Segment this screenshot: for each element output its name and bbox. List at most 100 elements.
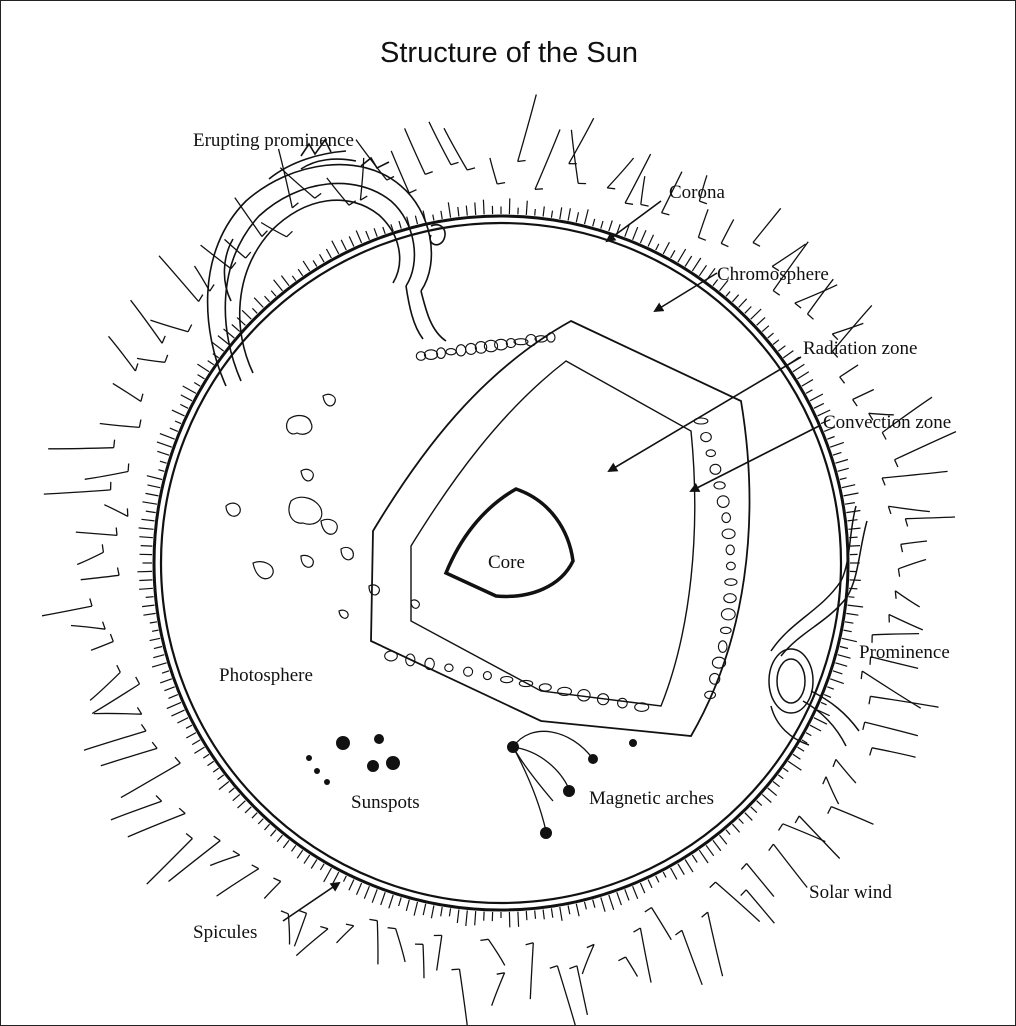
corona-ray <box>162 336 165 343</box>
spicule-tick <box>406 900 409 911</box>
spicule-tick <box>838 468 849 471</box>
spicule-tick <box>648 235 653 247</box>
spicule-tick <box>265 824 270 830</box>
spicule-tick <box>172 410 185 416</box>
spicule-tick <box>793 364 805 372</box>
corona-ray <box>888 506 930 511</box>
spicule-tick <box>576 212 578 222</box>
corona-ray <box>42 606 92 616</box>
corona-ray <box>287 231 293 237</box>
spicule-tick <box>283 840 289 848</box>
corona-ray <box>102 544 103 552</box>
spicule-tick <box>143 613 155 615</box>
corona-ray <box>641 205 649 207</box>
corona-ray <box>110 634 113 642</box>
spicule-tick <box>160 434 175 440</box>
spicule-tick <box>821 702 827 704</box>
corona-ray <box>808 314 814 319</box>
spicule-tick <box>139 537 153 538</box>
spicule-tick <box>237 318 245 326</box>
spicule-tick <box>150 622 157 623</box>
spicule-tick <box>181 395 192 401</box>
corona-ray <box>535 130 560 190</box>
spicule-tick <box>150 638 161 640</box>
corona-ray <box>199 295 203 302</box>
spicule-tick <box>170 428 178 431</box>
spicule-tick <box>238 801 246 808</box>
spicule-tick <box>233 794 240 800</box>
corona-ray <box>795 285 837 303</box>
spicule-tick <box>141 519 154 521</box>
spicule-tick <box>466 206 467 216</box>
spicule-tick <box>171 710 184 716</box>
corona-ray <box>437 935 442 970</box>
spicule-tick <box>148 485 161 488</box>
corona-ray <box>425 172 433 175</box>
corona-ray <box>882 433 886 440</box>
corona-ray <box>109 336 136 371</box>
spicule-tick <box>830 442 844 447</box>
label-spicules: Spicules <box>193 923 257 942</box>
corona-ray <box>320 927 328 929</box>
spicule-tick <box>232 325 240 332</box>
spicule-tick <box>739 819 744 824</box>
spicule-tick <box>157 451 169 455</box>
spicule-tick <box>685 860 693 873</box>
corona-ray <box>836 759 856 783</box>
spicule-tick <box>297 850 303 858</box>
corona-ray <box>480 939 488 940</box>
spicule-tick <box>147 476 162 480</box>
spicule-tick <box>292 845 296 851</box>
corona-ray <box>569 966 577 969</box>
corona-ray <box>288 914 289 945</box>
corona-ray <box>895 591 896 599</box>
spicule-tick <box>158 470 164 472</box>
corona-ray <box>121 763 180 797</box>
corona-ray <box>169 841 221 882</box>
corona-ray <box>753 243 760 247</box>
spicule-tick <box>142 605 154 607</box>
corona-ray <box>625 154 651 203</box>
spicule-tick <box>466 910 468 926</box>
label-photosphere: Photosphere <box>219 666 313 685</box>
spicule-tick <box>640 230 646 243</box>
diagram-title: Structure of the Sun <box>1 37 1016 70</box>
spicule-tick <box>798 372 809 379</box>
spicule-tick <box>633 227 638 240</box>
spicule-tick <box>609 895 614 910</box>
spicule-tick <box>663 872 666 878</box>
corona-ray <box>451 162 459 164</box>
corona-ray <box>233 851 240 855</box>
corona-ray <box>135 363 138 371</box>
label-prominence: Prominence <box>859 643 950 662</box>
spicule-tick <box>208 761 214 765</box>
corona-ray <box>872 634 919 635</box>
spicule-tick <box>152 663 167 667</box>
corona-ray <box>217 869 259 896</box>
corona-ray <box>299 911 307 914</box>
spicule-tick <box>271 291 276 297</box>
spicule-tick <box>281 276 289 286</box>
spicule-tick <box>757 317 766 325</box>
spicule-tick <box>208 361 214 365</box>
spicule-tick <box>671 868 677 879</box>
spicule-tick <box>656 876 659 883</box>
corona-ray <box>48 448 114 449</box>
spicule-tick <box>617 892 622 905</box>
corona-ray <box>337 926 354 943</box>
spicule-tick <box>835 460 848 464</box>
label-convection-zone: Convection zone <box>823 413 951 432</box>
spicule-tick <box>576 904 579 916</box>
corona-ray <box>294 913 306 946</box>
corona-ray <box>90 672 120 700</box>
spicule-tick <box>535 910 536 918</box>
spicule-tick <box>827 687 834 689</box>
corona-ray <box>869 696 870 704</box>
spicule-tick <box>274 280 283 291</box>
spicule-tick <box>374 228 377 236</box>
corona-ray <box>346 924 354 926</box>
corona-ray <box>895 591 919 607</box>
corona-ray <box>518 94 537 161</box>
